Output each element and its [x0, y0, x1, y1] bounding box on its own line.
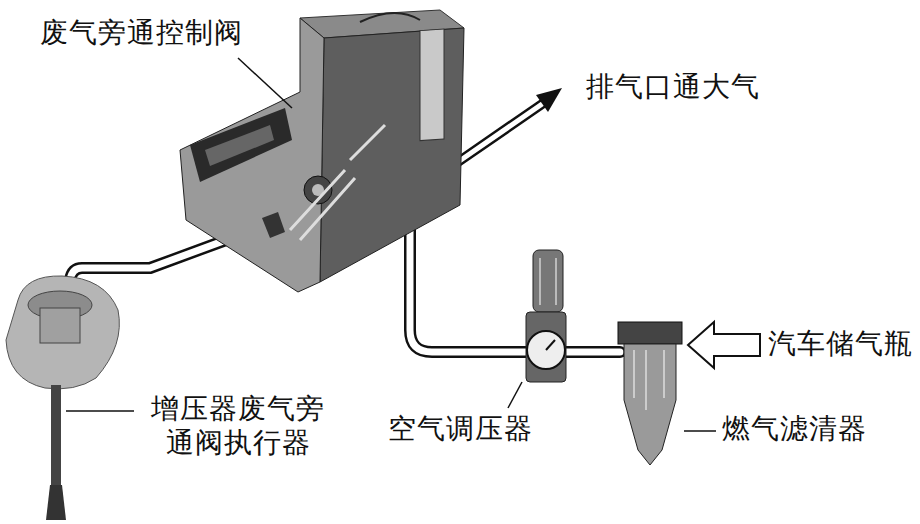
hollow-arrow [688, 322, 760, 368]
pressure-gauge [527, 331, 565, 369]
actuator-body [6, 276, 119, 389]
pipe [562, 346, 620, 358]
part-label: 排气口通大气 [586, 70, 760, 104]
control-valve [180, 10, 464, 292]
part-label: 废气旁通控制阀 [40, 16, 243, 50]
air-regulator [526, 250, 566, 382]
leader-line [684, 430, 716, 432]
actuator-rod [51, 385, 61, 485]
valve-connector [190, 108, 292, 182]
wastegate-actuator [6, 276, 119, 520]
valve-port [262, 212, 285, 238]
actuator-rod-end [46, 485, 66, 520]
leaders [66, 58, 716, 431]
filter-bowl [624, 344, 676, 465]
pipe [410, 225, 528, 352]
valve-lever [290, 125, 385, 240]
part-label: 空气调压器 [388, 412, 533, 446]
part-label: 汽车储气瓶 [768, 327, 913, 361]
pipe [410, 225, 528, 352]
regulator-knob [533, 250, 563, 312]
exhaust-pipe [458, 102, 545, 162]
exhaust-pipe [458, 102, 545, 162]
filter-highlight [634, 350, 664, 410]
regulator-rib [539, 258, 541, 305]
gas-filter [618, 322, 682, 465]
valve-front [320, 28, 464, 282]
leader-line [508, 382, 522, 408]
valve-wire [360, 13, 420, 22]
valve-side [180, 18, 324, 292]
exhaust-arrowhead [536, 88, 562, 112]
actuator-can [40, 308, 80, 343]
pipe [562, 349, 620, 356]
gauge-needle [546, 340, 555, 350]
connector-face [205, 125, 274, 166]
filter-cap [618, 322, 682, 344]
valve-sticker [420, 29, 444, 141]
leader-line [238, 58, 292, 108]
regulator-rib [555, 258, 557, 305]
part-label: 燃气滤清器 [722, 412, 867, 446]
part-label: 增压器废气旁 通阀执行器 [138, 392, 338, 459]
leader-line [66, 410, 134, 412]
regulator-body [526, 312, 566, 382]
